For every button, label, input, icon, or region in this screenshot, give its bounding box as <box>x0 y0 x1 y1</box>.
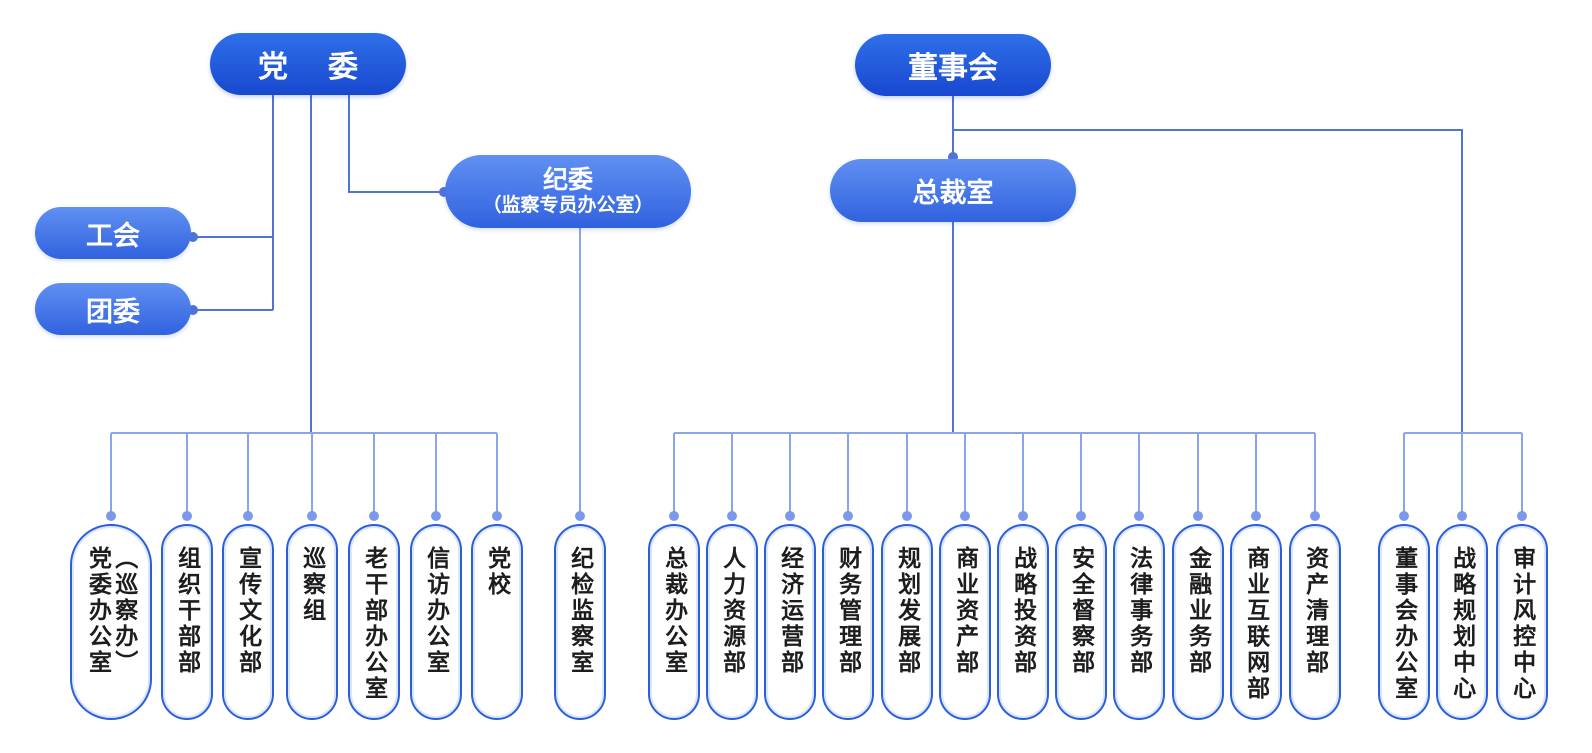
node-label: 纪检监察室 <box>567 546 594 676</box>
node-label: 总裁室 <box>912 178 994 208</box>
node-discipline-committee: 纪委 （监察专员办公室） <box>445 155 691 228</box>
node-board-of-directors: 董事会 <box>855 34 1051 96</box>
node-center-audit-risk-control: 审计风控中心 <box>1496 524 1548 720</box>
node-label: 财务管理部 <box>835 546 862 676</box>
node-dept-president-office: 总裁办公室 <box>648 524 700 720</box>
node-president-office: 总裁室 <box>830 159 1076 222</box>
node-dept-veteran-cadre-office: 老干部办公室 <box>348 524 400 720</box>
node-label: 安全督察部 <box>1068 546 1095 676</box>
node-dept-commercial-assets: 商业资产部 <box>939 524 991 720</box>
node-label: 董事会 <box>908 52 998 85</box>
node-label: 资产清理部 <box>1302 546 1329 676</box>
node-labor-union: 工会 <box>35 207 191 259</box>
node-label: 商业互联网部 <box>1243 546 1270 702</box>
node-label: 党委 <box>258 51 398 84</box>
node-dept-planning-development: 规划发展部 <box>881 524 933 720</box>
node-label: 金融业务部 <box>1185 546 1212 676</box>
node-dept-publicity-culture: 宣传文化部 <box>222 524 274 720</box>
node-party-committee: 党委 <box>210 33 406 95</box>
node-dept-strategic-investment: 战略投资部 <box>997 524 1049 720</box>
node-label: 总裁办公室 <box>661 546 688 676</box>
node-label: 宣传文化部 <box>235 546 262 676</box>
node-dept-legal-affairs: 法律事务部 <box>1113 524 1165 720</box>
node-label: 法律事务部 <box>1126 546 1153 676</box>
node-label-col2: （巡察办） <box>111 546 138 676</box>
node-youth-league: 团委 <box>35 283 191 335</box>
node-dept-financial-management: 财务管理部 <box>822 524 874 720</box>
node-dept-financial-business: 金融业务部 <box>1172 524 1224 720</box>
node-label: 经济运营部 <box>777 546 804 676</box>
node-center-strategic-planning: 战略规划中心 <box>1436 524 1488 720</box>
two-column-text: 党委办公室 （巡察办） <box>85 546 138 676</box>
node-label: 老干部办公室 <box>361 546 388 702</box>
node-discipline-inspection-office: 纪检监察室 <box>554 524 606 720</box>
node-dept-safety-supervision: 安全督察部 <box>1055 524 1107 720</box>
node-label: 组织干部部 <box>174 546 201 676</box>
node-label: 规划发展部 <box>894 546 921 676</box>
node-label: 党校 <box>484 546 511 598</box>
node-dept-party-office: 党委办公室 （巡察办） <box>70 524 152 720</box>
node-label: 战略投资部 <box>1010 546 1037 676</box>
node-label-col1: 党委办公室 <box>85 546 112 676</box>
node-label: 审计风控中心 <box>1509 546 1536 702</box>
node-dept-asset-clearing: 资产清理部 <box>1289 524 1341 720</box>
node-label: 战略规划中心 <box>1449 546 1476 702</box>
node-label: 商业资产部 <box>952 546 979 676</box>
node-title: 纪委 <box>542 166 593 195</box>
node-dept-human-resources: 人力资源部 <box>706 524 758 720</box>
node-dept-economic-operation: 经济运营部 <box>764 524 816 720</box>
node-dept-commercial-internet: 商业互联网部 <box>1230 524 1282 720</box>
node-dept-board-office: 董事会办公室 <box>1378 524 1430 720</box>
node-label: 人力资源部 <box>719 546 746 676</box>
node-label: 工会 <box>86 220 140 251</box>
node-dept-organization-cadre: 组织干部部 <box>161 524 213 720</box>
node-label: 信访办公室 <box>423 546 450 676</box>
node-dept-party-school: 党校 <box>471 524 523 720</box>
node-label: 团委 <box>86 296 140 327</box>
node-dept-inspection-group: 巡察组 <box>286 524 338 720</box>
node-label: 巡察组 <box>299 546 326 624</box>
node-subtitle: （监察专员办公室） <box>482 194 654 216</box>
node-dept-petition-office: 信访办公室 <box>410 524 462 720</box>
node-label: 董事会办公室 <box>1391 546 1418 702</box>
